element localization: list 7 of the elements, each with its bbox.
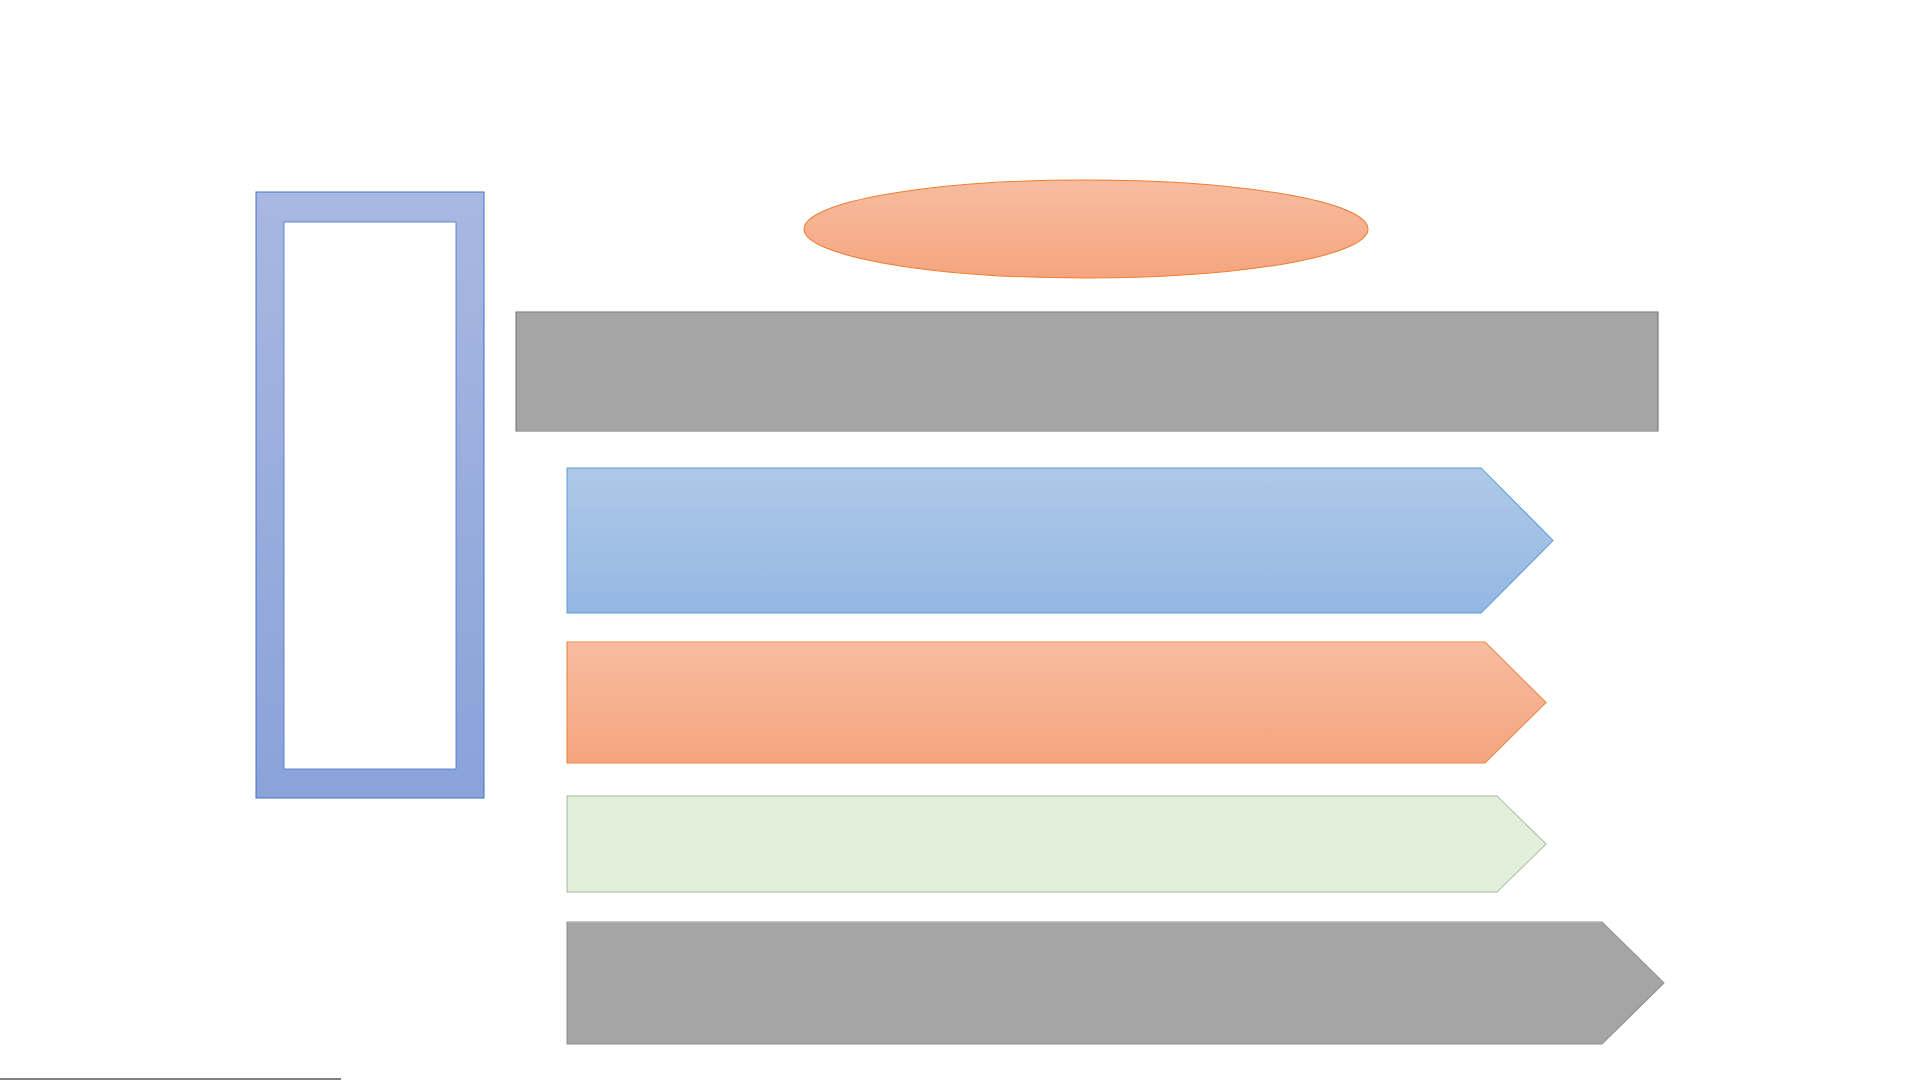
frame-shape xyxy=(255,191,485,799)
banner-box xyxy=(515,311,1659,432)
arrow-banner xyxy=(566,641,1547,764)
arrow-banner xyxy=(566,921,1665,1045)
ellipse-shape xyxy=(803,179,1369,279)
arrow-banner xyxy=(566,467,1554,614)
arrow-banner xyxy=(566,795,1547,893)
